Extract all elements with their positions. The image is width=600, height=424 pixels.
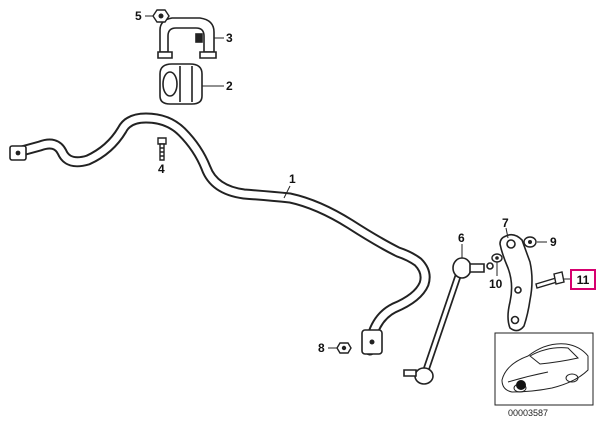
callout-9: 9 bbox=[550, 235, 557, 249]
callout-8: 8 bbox=[318, 341, 325, 355]
bolt-11[interactable] bbox=[535, 271, 565, 289]
callout-3: 3 bbox=[226, 31, 233, 45]
stabilizer-link[interactable] bbox=[403, 257, 494, 385]
callout-11-highlighted[interactable]: 11 bbox=[570, 269, 596, 290]
hex-nut-8[interactable] bbox=[336, 342, 352, 354]
washer-9[interactable] bbox=[523, 236, 537, 248]
stabilizer-bushing[interactable] bbox=[159, 63, 203, 105]
document-id: 00003587 bbox=[508, 408, 549, 418]
stabilizer-bar[interactable] bbox=[9, 112, 431, 356]
callout-1: 1 bbox=[289, 172, 296, 186]
vehicle-location-inset bbox=[494, 332, 594, 406]
callout-10: 10 bbox=[489, 277, 503, 291]
bolt-4[interactable] bbox=[157, 137, 167, 161]
washer-10[interactable] bbox=[491, 253, 503, 263]
stabilizer-bracket[interactable] bbox=[157, 17, 217, 59]
callout-4: 4 bbox=[158, 162, 165, 176]
link-bracket[interactable] bbox=[499, 233, 533, 332]
location-marker-icon bbox=[516, 380, 526, 390]
hex-nut-5[interactable] bbox=[152, 9, 170, 23]
callout-5: 5 bbox=[135, 9, 142, 23]
callout-7: 7 bbox=[502, 216, 509, 230]
callout-6: 6 bbox=[458, 231, 465, 245]
car-outline-icon bbox=[501, 343, 589, 393]
callout-2: 2 bbox=[226, 79, 233, 93]
leader-lines bbox=[145, 15, 570, 349]
